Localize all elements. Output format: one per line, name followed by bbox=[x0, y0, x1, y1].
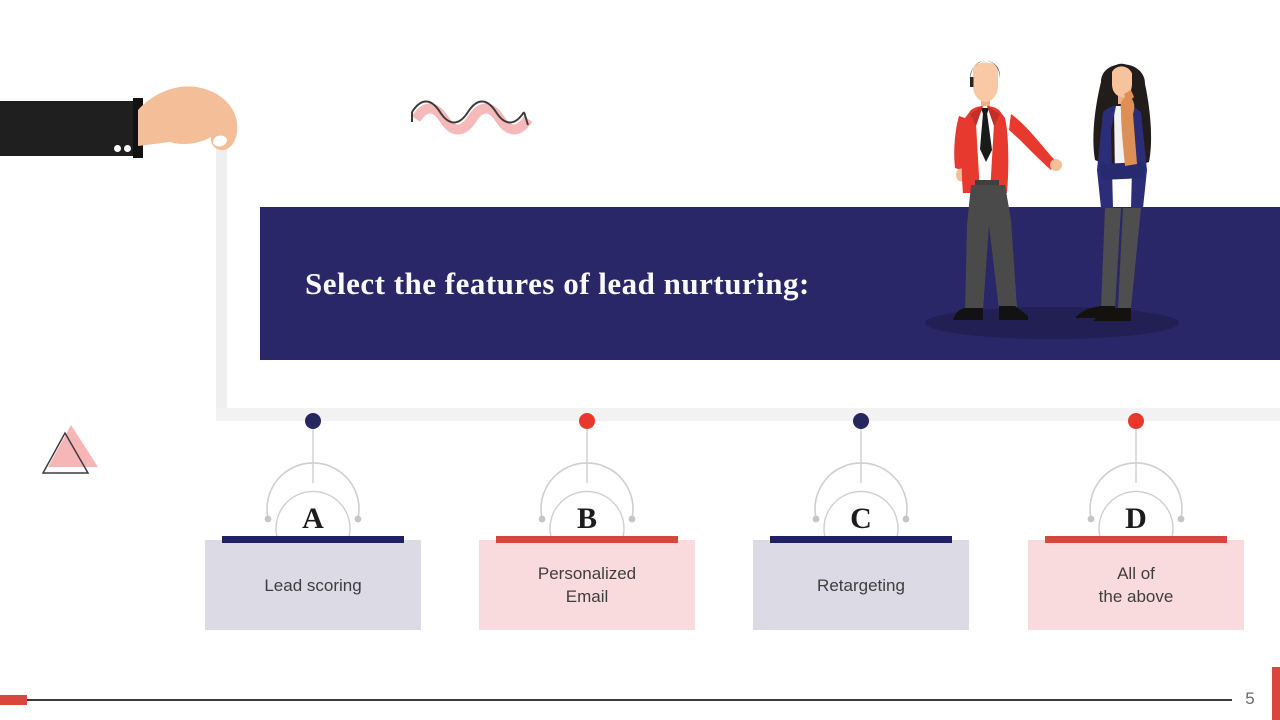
option-d-card[interactable]: All of the above bbox=[1028, 540, 1244, 630]
option-d-label: All of bbox=[1117, 564, 1155, 583]
option-c-dot bbox=[853, 413, 869, 429]
footer-left-accent bbox=[0, 695, 27, 705]
hand-holding-string-illustration bbox=[138, 86, 238, 151]
option-b-dot bbox=[579, 413, 595, 429]
page-number: 5 bbox=[1245, 689, 1255, 708]
option-b-label-line2: Email bbox=[565, 587, 609, 606]
option-a-card[interactable]: Lead scoring bbox=[205, 540, 421, 630]
option-d-dot bbox=[1128, 413, 1144, 429]
option-c-label: Retargeting bbox=[817, 575, 905, 595]
option-d[interactable]: D All of the above bbox=[1028, 413, 1244, 630]
option-d-accent-bar bbox=[1045, 536, 1227, 543]
option-c-card[interactable]: Retargeting bbox=[753, 540, 969, 630]
presenter-illustrations bbox=[925, 60, 1179, 339]
option-a-dot bbox=[305, 413, 321, 429]
option-a-letter: A bbox=[302, 502, 324, 535]
sleeve-button-icon bbox=[124, 145, 131, 152]
presenter-woman-illustration bbox=[1075, 63, 1152, 321]
option-b[interactable]: B Personalized Email bbox=[479, 413, 695, 630]
timeline-bar bbox=[216, 408, 1280, 421]
squiggle-icon bbox=[411, 100, 533, 135]
string-vertical-line bbox=[216, 118, 227, 421]
thumb-nail-icon bbox=[213, 135, 227, 147]
footer-divider-line bbox=[27, 699, 1232, 701]
option-a-label: Lead scoring bbox=[264, 575, 362, 595]
option-c-letter: C bbox=[850, 502, 872, 535]
footer-right-accent bbox=[1272, 667, 1280, 720]
option-a[interactable]: A Lead scoring bbox=[205, 413, 421, 630]
option-c-accent-bar bbox=[770, 536, 952, 543]
option-d-letter: D bbox=[1125, 502, 1147, 535]
option-d-label-line2: the above bbox=[1098, 587, 1174, 606]
sleeve-button-icon bbox=[114, 145, 121, 152]
option-a-accent-bar bbox=[222, 536, 404, 543]
suit-sleeve-illustration bbox=[0, 101, 133, 156]
option-b-label: Personalized bbox=[537, 564, 637, 583]
presenter-man-illustration bbox=[953, 60, 1062, 320]
option-b-letter: B bbox=[576, 502, 597, 535]
pink-triangle-icon bbox=[41, 425, 98, 474]
option-b-accent-bar bbox=[496, 536, 678, 543]
question-title: Select the features of lead nurturing: bbox=[305, 265, 810, 301]
option-b-card[interactable]: Personalized Email bbox=[479, 540, 695, 630]
option-c[interactable]: C Retargeting bbox=[753, 413, 969, 630]
